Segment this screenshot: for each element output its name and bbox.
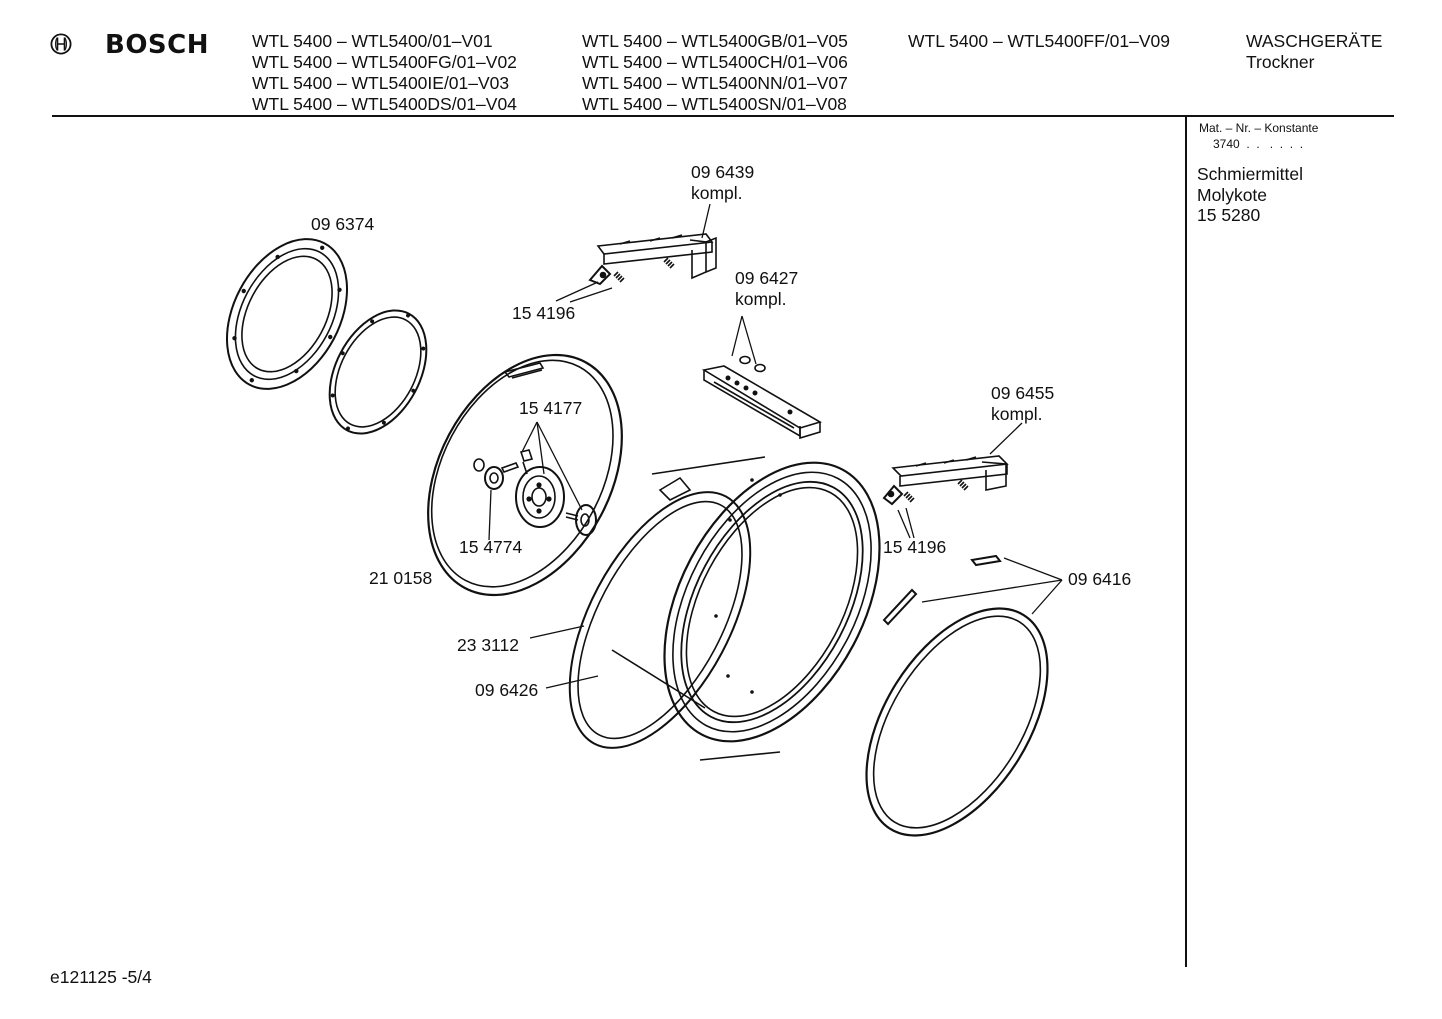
model-list-3: WTL 5400 – WTL5400FF/01–V09 <box>908 31 1170 52</box>
lubricant-line: Schmiermittel <box>1197 164 1303 184</box>
clip-part <box>970 554 1002 567</box>
callout-210158: 21 0158 <box>369 568 433 588</box>
belt-ring-part <box>865 607 1049 837</box>
model-item: WTL 5400 – WTL5400FF/01–V09 <box>908 31 1170 51</box>
part-number: 09 6439 <box>691 162 755 182</box>
model-item: WTL 5400 – WTL5400/01–V01 <box>252 31 493 51</box>
brand-logo: BOSCH <box>105 30 209 60</box>
model-list-1: WTL 5400 – WTL5400/01–V01 WTL 5400 – WTL… <box>252 31 517 115</box>
model-item: WTL 5400 – WTL5400FG/01–V02 <box>252 52 517 72</box>
lubricant-info: Schmiermittel Molykote 15 5280 <box>1197 164 1303 226</box>
model-item: WTL 5400 – WTL5400SN/01–V08 <box>582 94 847 114</box>
lubricant-line: 15 5280 <box>1197 205 1261 225</box>
leader-lines <box>488 203 1063 689</box>
callout-154177: 15 4177 <box>519 398 583 418</box>
material-number-value: 3740 . . . . . . <box>1213 137 1304 151</box>
part-note: kompl. <box>691 183 743 203</box>
callout-096455: 09 6455 kompl. <box>991 383 1054 425</box>
part-number: 09 6427 <box>735 268 799 288</box>
model-item: WTL 5400 – WTL5400DS/01–V04 <box>252 94 517 114</box>
document-id: e121125 -5/4 <box>50 967 152 987</box>
part-note: kompl. <box>991 404 1043 424</box>
material-number-label: Mat. – Nr. – Konstante <box>1199 121 1319 135</box>
header-divider <box>52 115 1394 117</box>
clip-part <box>882 588 918 626</box>
category-title: WASCHGERÄTE <box>1246 31 1383 51</box>
drum-part <box>568 456 881 761</box>
model-list-2: WTL 5400 – WTL5400GB/01–V05 WTL 5400 – W… <box>582 31 848 115</box>
slide-part-top <box>588 233 717 286</box>
callout-154196-right: 15 4196 <box>883 537 947 557</box>
model-item: WTL 5400 – WTL5400GB/01–V05 <box>582 31 848 51</box>
callout-096416: 09 6416 <box>1068 569 1132 589</box>
wall-slot-detail <box>503 362 545 378</box>
callout-233112: 23 3112 <box>457 635 519 655</box>
sidebar-divider <box>1185 116 1187 967</box>
slide-part-right <box>882 455 1009 506</box>
subcategory-title: Trockner <box>1246 52 1315 72</box>
lubricant-line: Molykote <box>1197 184 1268 205</box>
model-item: WTL 5400 – WTL5400NN/01–V07 <box>582 73 848 93</box>
gasket-ring-part <box>328 309 428 435</box>
flange-ring-part <box>225 238 349 390</box>
callout-154196-top: 15 4196 <box>512 303 576 323</box>
callout-096374: 09 6374 <box>311 214 375 234</box>
part-note: kompl. <box>735 289 787 309</box>
bosch-logo-icon <box>50 33 72 55</box>
callout-096427: 09 6427 kompl. <box>735 268 798 310</box>
model-item: WTL 5400 – WTL5400IE/01–V03 <box>252 73 510 93</box>
callout-096439: 09 6439 kompl. <box>691 162 754 204</box>
callout-096426: 09 6426 <box>475 680 539 700</box>
category-block: WASCHGERÄTE Trockner <box>1246 31 1382 73</box>
callout-154774: 15 4774 <box>459 537 523 557</box>
part-number: 09 6455 <box>991 383 1055 403</box>
pad-part <box>701 355 822 440</box>
model-item: WTL 5400 – WTL5400CH/01–V06 <box>582 52 848 72</box>
